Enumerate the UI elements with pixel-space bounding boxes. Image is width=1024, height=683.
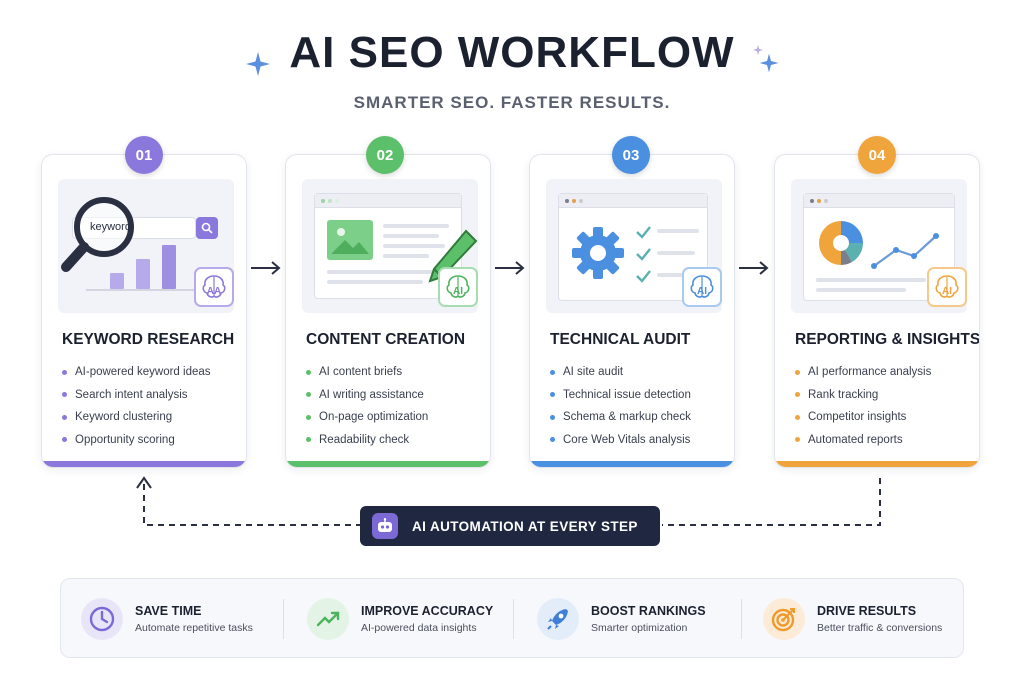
step-badge-04: 04 <box>858 136 896 174</box>
benefit-save-time: SAVE TIME Automate repetitive tasks <box>81 595 253 643</box>
page-subtitle: SMARTER SEO. FASTER RESULTS. <box>353 93 671 112</box>
step-card-keyword-research: keyword AA KEYWORD RESEARCH AI-powered k… <box>41 154 247 468</box>
ai-chip-text: AI <box>697 286 707 297</box>
step-feature-list: AI-powered keyword ideas Search intent a… <box>62 361 211 451</box>
step-title: REPORTING & INSIGHTS <box>795 331 980 348</box>
robot-icon <box>372 513 398 539</box>
pie-chart-icon <box>819 221 863 265</box>
card-accent-bar <box>530 461 734 467</box>
gear-icon <box>572 227 624 279</box>
technical-audit-illustration: AI <box>546 179 722 313</box>
list-item: AI content briefs <box>306 361 428 384</box>
arrow-right-icon <box>251 261 281 275</box>
step-title: TECHNICAL AUDIT <box>550 331 691 348</box>
benefit-title: SAVE TIME <box>135 604 202 618</box>
list-item: Automated reports <box>795 429 931 452</box>
trend-up-icon <box>307 598 349 640</box>
list-item: Opportunity scoring <box>62 429 211 452</box>
card-accent-bar <box>286 461 490 467</box>
list-item: Rank tracking <box>795 384 931 407</box>
list-item: Search intent analysis <box>62 384 211 407</box>
content-creation-illustration: AI <box>302 179 478 313</box>
list-item: AI-powered keyword ideas <box>62 361 211 384</box>
list-item: Keyword clustering <box>62 406 211 429</box>
step-card-technical-audit: AI TECHNICAL AUDIT AI site audit Technic… <box>529 154 735 468</box>
ai-chip-text: AA <box>207 286 221 297</box>
list-item: AI writing assistance <box>306 384 428 407</box>
checklist-icon <box>636 226 699 283</box>
step-feature-list: AI performance analysis Rank tracking Co… <box>795 361 931 451</box>
benefit-drive-results: DRIVE RESULTS Better traffic & conversion… <box>763 595 942 643</box>
step-card-content-creation: AI CONTENT CREATION AI content briefs AI… <box>285 154 491 468</box>
step-feature-list: AI site audit Technical issue detection … <box>550 361 691 451</box>
list-item: Core Web Vitals analysis <box>550 429 691 452</box>
automation-banner: AI AUTOMATION AT EVERY STEP <box>360 506 660 546</box>
arrow-right-icon <box>495 261 525 275</box>
sparkle-icon <box>246 52 270 76</box>
benefit-title: DRIVE RESULTS <box>817 604 917 618</box>
target-icon <box>763 598 805 640</box>
list-item: Technical issue detection <box>550 384 691 407</box>
search-keyword-text: keyword <box>90 221 131 233</box>
automation-label: AI AUTOMATION AT EVERY STEP <box>412 518 638 534</box>
card-accent-bar <box>42 461 246 467</box>
step-badge-01: 01 <box>125 136 163 174</box>
benefit-desc: Better traffic & conversions <box>817 622 943 634</box>
rocket-icon <box>537 598 579 640</box>
benefits-bar: SAVE TIME Automate repetitive tasks IMPRO… <box>60 578 964 658</box>
list-item: Readability check <box>306 429 428 452</box>
list-item: On-page optimization <box>306 406 428 429</box>
ai-brain-icon: AA <box>194 267 234 307</box>
sparkle-icon <box>759 53 779 73</box>
search-icon <box>196 217 218 239</box>
step-badge-03: 03 <box>612 136 650 174</box>
line-graph-icon <box>871 233 939 269</box>
benefit-desc: AI-powered data insights <box>361 622 477 634</box>
ai-chip-text: AI <box>942 286 952 297</box>
feedback-loop-arrow <box>136 476 881 526</box>
ai-chip-text: AI <box>453 286 463 297</box>
step-title: CONTENT CREATION <box>306 331 466 348</box>
benefit-improve-accuracy: IMPROVE ACCURACY AI-powered data insights <box>307 595 493 643</box>
ai-brain-icon: AI <box>438 267 478 307</box>
magnifier-icon <box>61 197 134 272</box>
benefit-title: IMPROVE ACCURACY <box>361 604 494 618</box>
ai-brain-icon: AI <box>927 267 967 307</box>
step-badge-02: 02 <box>366 136 404 174</box>
step-card-reporting-insights: AI REPORTING & INSIGHTS AI performance a… <box>774 154 980 468</box>
benefit-desc: Automate repetitive tasks <box>135 622 253 634</box>
ai-brain-icon: AI <box>682 267 722 307</box>
page-title: AI SEO WORKFLOW <box>289 28 735 77</box>
benefit-boost-rankings: BOOST RANKINGS Smarter optimization <box>537 595 706 643</box>
keyword-research-illustration: keyword AA <box>58 179 234 313</box>
list-item: AI performance analysis <box>795 361 931 384</box>
list-item: AI site audit <box>550 361 691 384</box>
list-item: Schema & markup check <box>550 406 691 429</box>
card-accent-bar <box>775 461 979 467</box>
clock-icon <box>81 598 123 640</box>
list-item: Competitor insights <box>795 406 931 429</box>
step-title: KEYWORD RESEARCH <box>62 331 235 348</box>
arrow-right-icon <box>739 261 769 275</box>
reporting-illustration: AI <box>791 179 967 313</box>
step-feature-list: AI content briefs AI writing assistance … <box>306 361 428 451</box>
benefit-title: BOOST RANKINGS <box>591 604 706 618</box>
image-icon <box>327 220 373 260</box>
benefit-desc: Smarter optimization <box>591 622 688 634</box>
sparkle-icon <box>752 44 764 56</box>
